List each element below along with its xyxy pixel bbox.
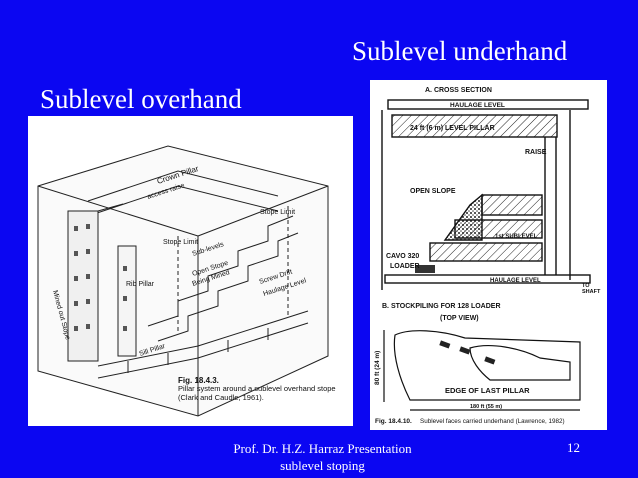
- left-caption-number: Fig. 18.4.3.: [178, 376, 219, 385]
- right-figure-title: Sublevel underhand: [352, 36, 568, 66]
- loader-icon: [415, 265, 435, 273]
- right-caption-number: Fig. 18.4.10.: [375, 418, 412, 425]
- left-figure-title: Sublevel overhand: [40, 84, 242, 114]
- page-number: 12: [567, 440, 580, 455]
- right-caption-text: Sublevel faces carried underhand (Lawren…: [420, 418, 565, 425]
- edge-last-pillar-label: EDGE OF LAST PILLAR: [445, 386, 530, 395]
- section-a-label: A. CROSS SECTION: [425, 87, 492, 94]
- underhand-stope-figure: A. CROSS SECTION HAULAGE LEVEL 24 ft (6: [370, 80, 607, 430]
- to-shaft-label-1: TO: [582, 283, 590, 289]
- section-b-label: B. STOCKPILING FOR 128 LOADER: [382, 303, 501, 310]
- first-sublevel-label: 1st SUBLEVEL: [495, 234, 538, 240]
- footer-topic: sublevel stoping: [280, 458, 365, 473]
- top-view-label: (TOP VIEW): [440, 315, 479, 322]
- open-slope-label: OPEN SLOPE: [410, 188, 456, 195]
- loader-label-1: CAVO 320: [386, 253, 419, 260]
- haulage-top-label: HAULAGE LEVEL: [450, 102, 505, 109]
- footer-author: Prof. Dr. H.Z. Harraz Presentation: [233, 441, 412, 456]
- to-shaft-label-2: SHAFT: [582, 289, 601, 295]
- rib-pillar-label: Rib Pillar: [126, 281, 155, 288]
- stope-limit-left-label: Stope Limit: [163, 239, 198, 246]
- horizontal-dimension-label: 180 ft (55 m): [470, 404, 502, 410]
- overhand-stope-figure: Crown Pillar access raise Stope Limit St…: [28, 116, 353, 426]
- underhand-stope-diagram: A. CROSS SECTION HAULAGE LEVEL 24 ft (6: [374, 87, 601, 425]
- level-pillar-label: 24 ft (6 m) LEVEL PILLAR: [410, 125, 495, 132]
- presentation-footer: Prof. Dr. H.Z. Harraz Presentation suble…: [215, 440, 430, 474]
- raise-label: RAISE: [525, 149, 547, 156]
- loader-label-2: LOADER: [390, 263, 420, 270]
- left-caption-wrap: Pillar system around a sublevel overhand…: [178, 384, 336, 402]
- left-caption-text: Pillar system around a sublevel overhand…: [178, 384, 336, 402]
- overhand-stope-diagram: Crown Pillar access raise Stope Limit St…: [37, 145, 336, 417]
- haulage-bottom-label: HAULAGE LEVEL: [490, 278, 541, 284]
- stope-limit-right-label: Stope Limit: [260, 209, 295, 216]
- vertical-dimension-label: 80 ft (24 m): [374, 351, 381, 385]
